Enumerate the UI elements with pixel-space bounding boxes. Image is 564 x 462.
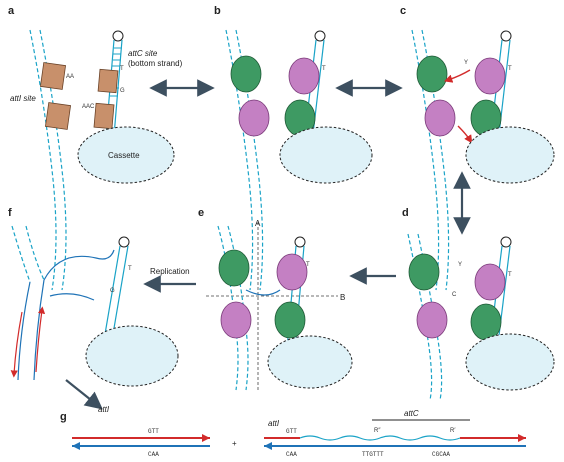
panel-label-a: a — [8, 5, 15, 17]
d-protein-green-2 — [470, 303, 502, 341]
g-product-red-head — [518, 434, 526, 442]
panel-a: a AA attI site T G AAC attC site (bottom… — [8, 5, 183, 291]
arrow-f-g — [65, 379, 103, 410]
bottom-strand-label: (bottom strand) — [128, 59, 183, 68]
d-protein-green-1 — [408, 253, 440, 291]
g-atti-bottom-seq: CAA — [148, 451, 159, 458]
b-protein-green-1 — [230, 55, 262, 93]
b-protein-pink-2 — [288, 57, 320, 95]
d-protein-pink-2 — [474, 263, 506, 301]
nt-g-f: G — [110, 288, 115, 294]
attc-site-box-bottom — [93, 102, 115, 130]
f-blue-strand-4 — [49, 293, 95, 301]
f-hairpin-loop — [118, 236, 130, 248]
c-red-arrow-2 — [457, 125, 473, 144]
cassette-ellipse-b — [279, 126, 373, 184]
atti-site-label: attI site — [10, 94, 36, 103]
g-product-atti-label: attI — [268, 419, 280, 428]
axis-a-label: A — [255, 219, 261, 228]
f-blue-strand-3 — [43, 249, 115, 281]
panel-d: d Y T C — [402, 207, 555, 401]
cassette-label: Cassette — [108, 151, 140, 160]
panel-e: e A B T — [198, 207, 353, 391]
c-protein-green-1 — [416, 55, 448, 93]
nt-t-c: T — [508, 66, 512, 72]
f-strand-dash-2 — [25, 225, 45, 281]
f-stem-right — [111, 245, 129, 341]
panel-label-f: f — [8, 207, 12, 219]
nt-t-d: T — [508, 272, 512, 278]
panel-b: b T — [214, 5, 373, 291]
e-exchange-strand — [245, 289, 281, 296]
g-ttgttt: TTGTTT — [362, 451, 384, 458]
g-r-double: R″ — [374, 428, 381, 434]
nt-t-b: T — [322, 66, 326, 72]
atti-site-box-bottom — [44, 102, 72, 130]
g-atti-blue-head — [72, 442, 80, 450]
nt-t-a: T — [120, 66, 124, 72]
f-blue-strand-2 — [33, 279, 45, 381]
b-protein-pink-1 — [238, 99, 270, 137]
panel-f: f T G — [8, 207, 179, 387]
f-blue-strand-1 — [17, 281, 31, 381]
replication-label: Replication — [150, 267, 190, 276]
d-protein-pink-1 — [416, 301, 448, 339]
c-protein-pink-1 — [424, 99, 456, 137]
panel-label-e: e — [198, 207, 204, 219]
atti-site-box-top — [39, 62, 67, 90]
panel-label-c: c — [400, 5, 406, 17]
c-red-arrow-1 — [444, 69, 471, 83]
f-strand-dash-1 — [11, 225, 31, 283]
g-atti-red-head — [202, 434, 210, 442]
nt-y-c: Y — [464, 60, 468, 66]
f-red-strand-2 — [35, 306, 46, 373]
g-caa: CAA — [286, 451, 297, 458]
panel-label-g: g — [60, 411, 67, 423]
atti-strand-left — [29, 29, 57, 291]
g-r-single: R′ — [450, 428, 456, 434]
cassette-ellipse-e — [267, 335, 353, 389]
b-hairpin-loop — [314, 30, 326, 42]
attc-site-box-top — [97, 68, 119, 94]
c-protein-pink-2 — [474, 57, 506, 95]
panel-g: g attI GTT CAA + attI attC R″ R′ GTT CAA… — [60, 405, 526, 458]
e-protein-pink-1 — [220, 301, 252, 339]
g-plus: + — [232, 439, 237, 448]
cassette-ellipse-f — [85, 325, 179, 387]
attc-site-label: attC site — [128, 49, 158, 58]
g-atti-top-seq: GTT — [148, 428, 159, 435]
e-hairpin-loop — [294, 236, 306, 248]
cassette-ellipse-a — [77, 126, 175, 184]
nt-y-d: Y — [458, 262, 462, 268]
panel-label-b: b — [214, 5, 221, 17]
g-cgcaa: CGCAA — [432, 451, 450, 458]
f-stem-left — [103, 245, 121, 341]
seq-aa: AA — [66, 74, 74, 80]
f-red-strand-1 — [10, 311, 23, 378]
g-product-wavy-top — [299, 435, 461, 441]
cassette-ellipse-d — [465, 333, 555, 391]
axis-b-label: B — [340, 293, 345, 302]
c-hairpin-loop — [500, 30, 512, 42]
panel-c: c Y T — [400, 5, 555, 291]
e-protein-pink-2 — [276, 253, 308, 291]
e-protein-green-1 — [218, 249, 250, 287]
g-product-blue-head — [264, 442, 272, 450]
nt-t-e: T — [306, 262, 310, 268]
g-attc-label: attC — [404, 409, 419, 418]
panel-label-d: d — [402, 207, 409, 219]
g-gtt: GTT — [286, 428, 297, 435]
nt-g-a: G — [120, 88, 125, 94]
nt-c-d: C — [452, 292, 457, 298]
d-hairpin-loop — [500, 236, 512, 248]
seq-aac-a: AAC — [82, 104, 95, 110]
nt-t-f: T — [128, 266, 132, 272]
g-atti-label: attI — [98, 405, 110, 414]
cassette-ellipse-c — [465, 126, 555, 184]
e-protein-green-2 — [274, 301, 306, 339]
hairpin-loop — [112, 30, 124, 42]
